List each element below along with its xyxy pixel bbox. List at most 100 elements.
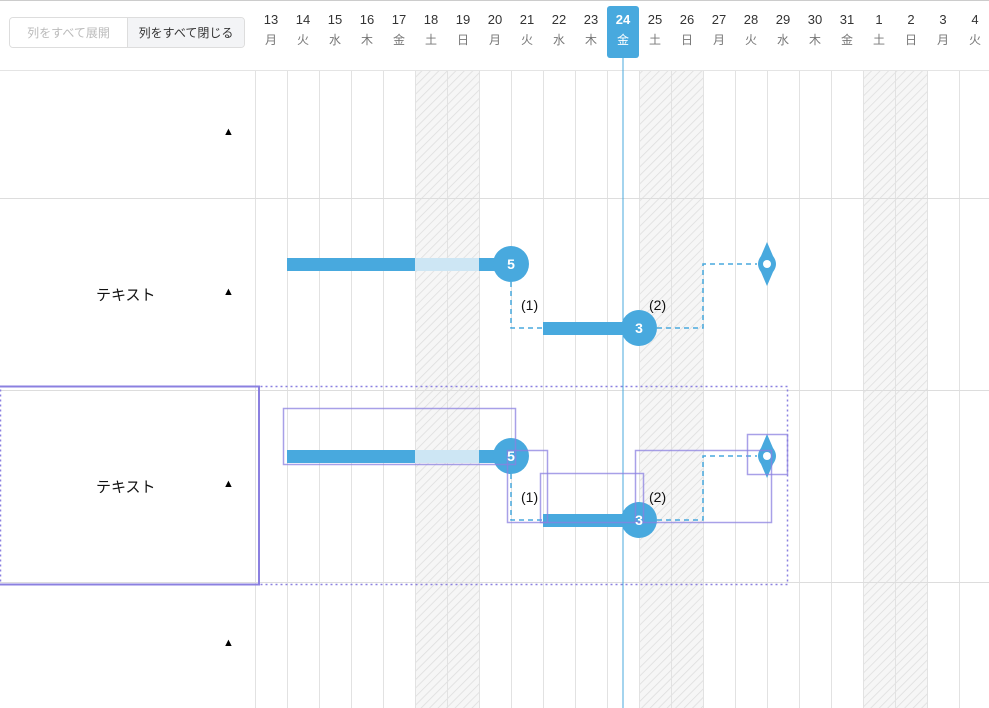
task-count: 3 (635, 320, 643, 336)
date-column-20[interactable]: 20 月 (479, 6, 511, 58)
expand-all-button[interactable]: 列をすべて展開 (10, 18, 128, 47)
day-number: 23 (583, 12, 599, 27)
day-number: 30 (807, 12, 823, 27)
weekday: 木 (808, 33, 821, 47)
element-highlight (539, 472, 645, 524)
weekend-shade (863, 71, 895, 708)
milestone-center (763, 260, 771, 268)
day-number: 21 (519, 12, 535, 27)
element-highlight (282, 407, 517, 466)
weekend-shade (447, 71, 479, 708)
day-number: 18 (423, 12, 439, 27)
weekday: 水 (328, 33, 341, 47)
day-number: 16 (359, 12, 375, 27)
date-column-14[interactable]: 14 火 (287, 6, 319, 58)
day-number: 3 (939, 12, 947, 27)
weekday: 土 (424, 33, 437, 47)
day-number: 20 (487, 12, 503, 27)
date-column-17[interactable]: 17 金 (383, 6, 415, 58)
dependency-line (657, 263, 757, 329)
day-number: 15 (327, 12, 343, 27)
date-column-15[interactable]: 15 水 (319, 6, 351, 58)
day-number: 17 (391, 12, 407, 27)
weekday: 金 (392, 33, 405, 47)
collapse-toggle[interactable]: ▲ (223, 126, 234, 138)
weekday: 火 (296, 33, 309, 47)
weekday: 火 (968, 33, 981, 47)
dependency-label: (1) (521, 297, 539, 313)
task-count: 3 (635, 512, 643, 528)
element-highlight (506, 449, 549, 524)
date-column-25[interactable]: 25 土 (639, 6, 671, 58)
milestone-center (763, 452, 771, 460)
weekend-shade (415, 71, 447, 708)
weekend-shade (639, 71, 671, 708)
day-number: 25 (647, 12, 663, 27)
weekday: 月 (936, 33, 949, 47)
date-column-18[interactable]: 18 土 (415, 6, 447, 58)
weekend-shade (671, 71, 703, 708)
row-selection-outline (0, 385, 789, 586)
day-number: 28 (743, 12, 759, 27)
collapse-toggle[interactable]: ▲ (223, 637, 234, 649)
day-number: 24 (615, 12, 631, 27)
top-border (0, 0, 989, 1)
weekday: 土 (648, 33, 661, 47)
task-count: 5 (507, 448, 515, 464)
task-bar (543, 322, 639, 335)
collapse-toggle[interactable]: ▲ (223, 286, 234, 298)
weekend-shade (895, 71, 927, 708)
dependency-line (510, 264, 543, 329)
date-column-23[interactable]: 23 木 (575, 6, 607, 58)
weekday: 金 (616, 33, 629, 47)
date-column-28[interactable]: 28 火 (735, 6, 767, 58)
task-bar (543, 514, 639, 527)
row-label: テキスト (96, 478, 156, 496)
task-bar-weekend (415, 258, 479, 271)
task-node (621, 310, 657, 346)
weekday: 木 (584, 33, 597, 47)
date-column-30[interactable]: 30 木 (799, 6, 831, 58)
row-label: テキスト (96, 286, 156, 304)
dependency-label: (2) (649, 489, 667, 505)
column-toggle-group: 列をすべて展開 列をすべて閉じる (9, 17, 245, 48)
day-number: 4 (971, 12, 979, 27)
element-highlight (746, 433, 789, 476)
weekday: 月 (712, 33, 725, 47)
task-bar (287, 450, 415, 463)
element-highlight (634, 449, 773, 524)
collapse-toggle[interactable]: ▲ (223, 478, 234, 490)
weekday: 月 (488, 33, 501, 47)
day-number: 1 (875, 12, 883, 27)
header-divider (0, 70, 989, 71)
weekday: 土 (872, 33, 885, 47)
dependency-line (510, 456, 543, 521)
task-count: 5 (507, 256, 515, 272)
day-number: 29 (775, 12, 791, 27)
weekday: 日 (680, 33, 693, 47)
day-number: 13 (263, 12, 279, 27)
dependency-line (657, 455, 757, 521)
day-number: 14 (295, 12, 311, 27)
dependency-label: (1) (521, 489, 539, 505)
date-column-24[interactable]: 24 金 (607, 6, 639, 58)
weekday: 金 (840, 33, 853, 47)
weekday: 水 (552, 33, 565, 47)
collapse-all-button[interactable]: 列をすべて閉じる (128, 18, 244, 47)
weekday: 火 (744, 33, 757, 47)
task-bar (287, 258, 415, 271)
